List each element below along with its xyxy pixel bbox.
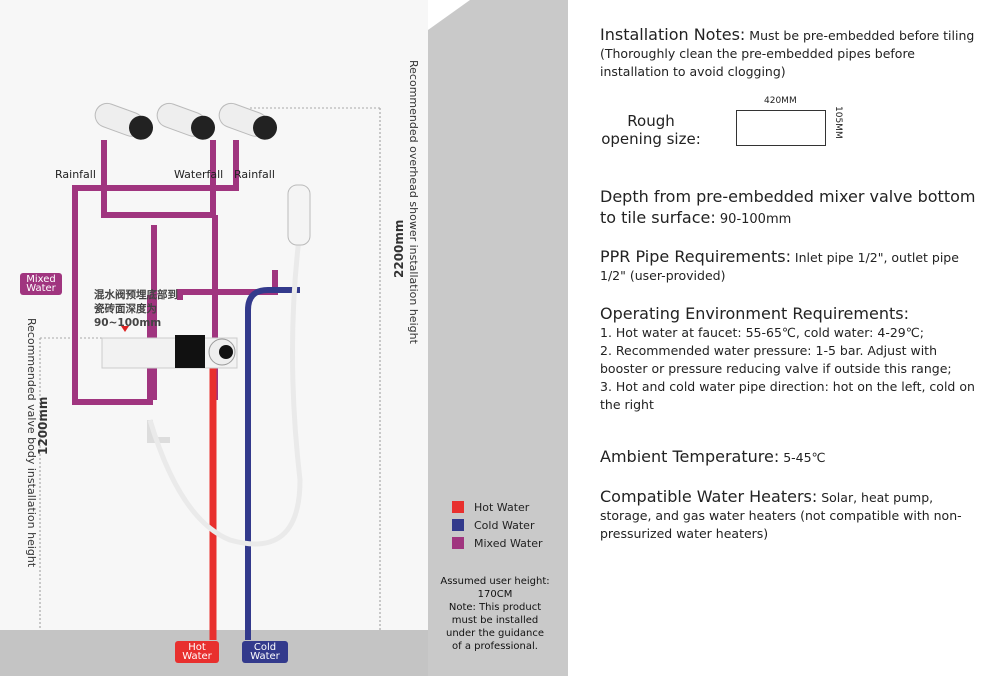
section-text: 90-100mm: [715, 212, 792, 227]
section-text: 5-45℃: [779, 450, 826, 465]
section-title: Operating Environment Requirements:: [600, 304, 909, 323]
section-text: Solar, heat pump, storage, and gas water…: [600, 490, 962, 541]
label-waterfall: Waterfall: [174, 168, 224, 181]
ambient-temperature: Ambient Temperature: 5-45℃: [600, 448, 980, 467]
depth-note-cn: 混水阀预埋底部到瓷砖面深度为: [94, 289, 178, 315]
section-text: Inlet pipe 1/2", outlet pipe 1/2" (user-…: [600, 250, 959, 283]
valve-height-value: 1200mm: [36, 396, 50, 455]
cold-water-tag: Cold Water: [242, 641, 288, 663]
compatible-heaters: Compatible Water Heaters: Solar, heat pu…: [600, 488, 980, 543]
note-line: Note: This product: [448, 602, 542, 613]
section-title: Ambient Temperature:: [600, 447, 780, 466]
section-title: Depth from pre-embedded mixer valve bott…: [600, 187, 976, 227]
installation-diagram: Rainfall Waterfall Rainfall Mixed Water …: [0, 0, 568, 676]
shower-heads: [94, 102, 278, 140]
legend-swatch: [452, 537, 464, 549]
note-line: of a professional.: [452, 641, 538, 652]
env-item: 3. Hot and cold water pipe direction: ho…: [600, 379, 975, 412]
section-title: Installation Notes:: [600, 25, 746, 44]
legend-label: Hot Water: [474, 500, 530, 514]
rough-opening-box: [736, 110, 826, 146]
section-text: Must be pre-embedded before tiling (Thor…: [600, 28, 975, 79]
hot-water-tag: Hot Water: [175, 641, 219, 663]
environment-requirements: Operating Environment Requirements: 1. H…: [600, 304, 980, 414]
diagram-drawing: [0, 0, 568, 676]
note-line: under the guidance: [446, 628, 544, 639]
depth-note: 混水阀预埋底部到瓷砖面深度为 90~100mm: [94, 288, 186, 330]
legend: Hot Water Cold Water Mixed Water: [452, 498, 542, 552]
depth-note-value: 90~100mm: [94, 317, 162, 329]
legend-label: Mixed Water: [474, 536, 543, 550]
legend-swatch: [452, 519, 464, 531]
legend-cold: Cold Water: [452, 516, 542, 534]
legend-swatch: [452, 501, 464, 513]
ppr-requirements: PPR Pipe Requirements: Inlet pipe 1/2", …: [600, 248, 980, 285]
env-item: 1. Hot water at faucet: 55-65℃, cold wat…: [600, 325, 924, 340]
rough-width: 420MM: [764, 96, 797, 106]
mixed-water-tag: Mixed Water: [20, 273, 62, 295]
installation-notes: Installation Notes: Must be pre-embedded…: [600, 26, 980, 81]
section-title: Compatible Water Heaters:: [600, 487, 818, 506]
note-line: Assumed user height:: [440, 576, 550, 587]
cold-pipe: [245, 287, 300, 640]
legend-hot: Hot Water: [452, 498, 542, 516]
section-title: PPR Pipe Requirements:: [600, 247, 791, 266]
rough-opening-label: Rough opening size:: [601, 112, 701, 148]
note-line: must be installed: [451, 615, 539, 626]
shower-height-value: 2200mm: [392, 219, 406, 278]
user-note: Assumed user height: 170CM Note: This pr…: [430, 575, 560, 653]
hand-shower: [287, 184, 311, 246]
note-line: 170CM: [477, 589, 513, 600]
rough-height: 105MM: [833, 106, 843, 139]
spec-panel: Installation Notes: Must be pre-embedded…: [568, 0, 990, 676]
shower-height-label: Recommended overhead shower installation…: [407, 60, 420, 344]
legend-mixed: Mixed Water: [452, 534, 542, 552]
label-rainfall-left: Rainfall: [55, 168, 96, 181]
label-rainfall-right: Rainfall: [234, 168, 275, 181]
shower-hose: [147, 229, 303, 547]
legend-label: Cold Water: [474, 518, 535, 532]
depth-spec: Depth from pre-embedded mixer valve bott…: [600, 186, 980, 230]
env-item: 2. Recommended water pressure: 1-5 bar. …: [600, 343, 952, 376]
